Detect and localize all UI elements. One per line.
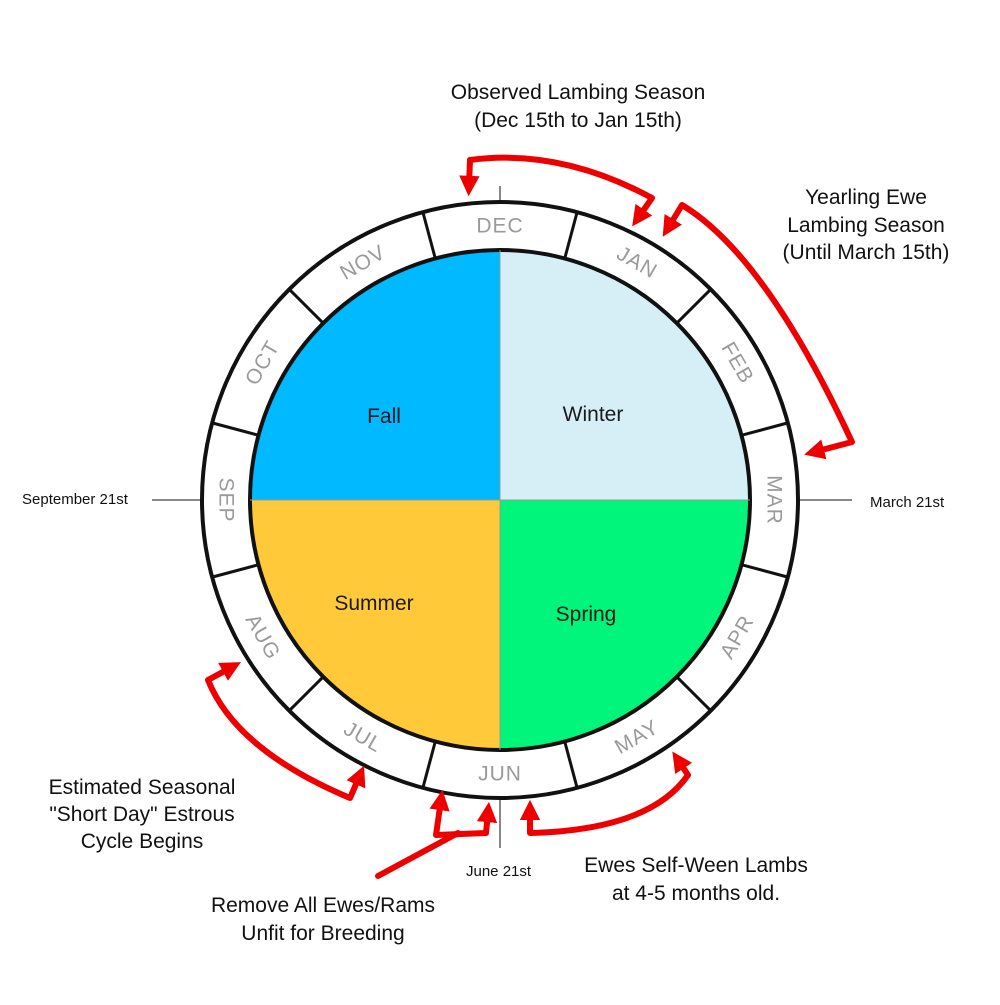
month-divider	[675, 675, 712, 712]
annotation-wean: Ewes Self-Ween Lambs at 4-5 months old.	[584, 854, 808, 905]
yearling-line-1: Yearling Ewe	[805, 186, 927, 209]
yearling-arrow	[662, 202, 855, 460]
estrous-line-2: "Short Day" Estrous	[49, 803, 234, 826]
annotation-lambing: Observed Lambing Season (Dec 15th to Jan…	[451, 81, 706, 132]
annotation-arrows	[205, 154, 855, 879]
season-label-winter: Winter	[563, 403, 624, 426]
winter-quadrant	[500, 250, 750, 500]
month-label-sep: SEP	[215, 477, 238, 522]
month-divider	[421, 741, 437, 789]
fall-quadrant	[250, 250, 500, 500]
yearling-line-2: Lambing Season	[787, 214, 945, 237]
annotation-estrous: Estimated Seasonal "Short Day" Estrous C…	[49, 776, 236, 853]
axis-label-june: June 21st	[466, 863, 532, 880]
remove-line-1: Remove All Ewes/Rams	[211, 894, 435, 917]
annotation-remove: Remove All Ewes/Rams Unfit for Breeding	[211, 894, 435, 945]
month-label-jun: JUN	[478, 763, 522, 786]
summer-quadrant	[250, 500, 500, 750]
month-label-mar: MAR	[763, 475, 786, 525]
axis-label-september: September 21st	[22, 491, 129, 508]
estrous-line-1: Estimated Seasonal	[49, 776, 236, 799]
season-label-spring: Spring	[556, 603, 617, 626]
month-divider	[421, 211, 437, 259]
month-divider	[211, 421, 259, 437]
remove-arrow	[429, 789, 498, 838]
month-label-dec: DEC	[476, 215, 523, 238]
axis-label-march: March 21st	[870, 494, 945, 511]
remove-line-2: Unfit for Breeding	[241, 922, 404, 945]
estrous-line-3: Cycle Begins	[81, 830, 204, 853]
lambing-line-1: Observed Lambing Season	[451, 81, 706, 104]
wean-line-1: Ewes Self-Ween Lambs	[584, 854, 808, 877]
wean-arrow	[519, 751, 693, 836]
lambing-arrow	[459, 154, 655, 227]
lambing-line-2: (Dec 15th to Jan 15th)	[474, 109, 682, 132]
month-divider	[288, 288, 325, 325]
month-divider	[741, 563, 789, 579]
annotation-yearling: Yearling Ewe Lambing Season (Until March…	[783, 186, 950, 264]
remove-pointer	[375, 830, 461, 879]
month-divider	[211, 563, 259, 579]
spring-quadrant	[500, 500, 750, 750]
season-label-fall: Fall	[367, 405, 401, 428]
wean-line-2: at 4-5 months old.	[612, 882, 780, 905]
season-label-summer: Summer	[334, 592, 413, 615]
estrous-arrow	[205, 662, 366, 801]
yearling-line-3: (Until March 15th)	[783, 241, 950, 264]
